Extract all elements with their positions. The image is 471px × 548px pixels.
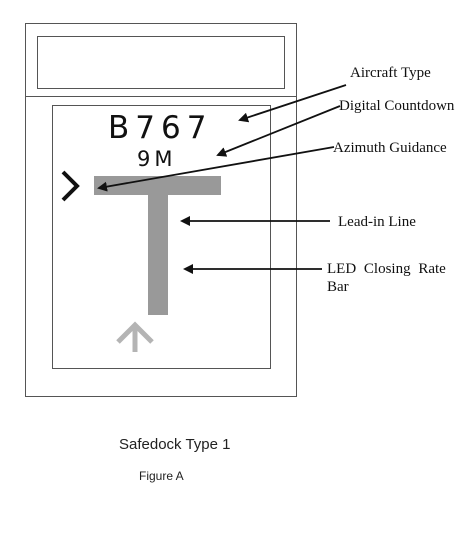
azimuth-guidance-bar: [94, 176, 221, 195]
digital-countdown-pointer: [216, 105, 341, 157]
closing-rate-bar: [148, 195, 168, 315]
digital-countdown-readout: 9M: [137, 147, 177, 171]
label-azimuth-guidance: Azimuth Guidance: [333, 140, 447, 156]
label-aircraft-type: Aircraft Type: [350, 65, 431, 81]
label-lead-in-line: Lead-in Line: [338, 214, 416, 230]
label-digital-countdown: Digital Countdown: [339, 98, 455, 114]
figure-title: Safedock Type 1: [119, 436, 231, 453]
azimuth-guidance-pointer: [97, 146, 335, 192]
aircraft-type-readout: B767: [108, 110, 213, 146]
up-arrow-icon: [116, 321, 154, 352]
housing-divider: [25, 96, 297, 97]
figure-label: Figure A: [139, 469, 184, 483]
aircraft-type-pointer: [238, 84, 347, 123]
label-closing-rate-line2: Bar: [327, 279, 349, 295]
display-top-window: [37, 36, 285, 89]
azimuth-chevron-icon: [61, 170, 80, 202]
label-closing-rate-line1: LED Closing Rate: [327, 261, 446, 277]
display-screen: [52, 105, 271, 369]
